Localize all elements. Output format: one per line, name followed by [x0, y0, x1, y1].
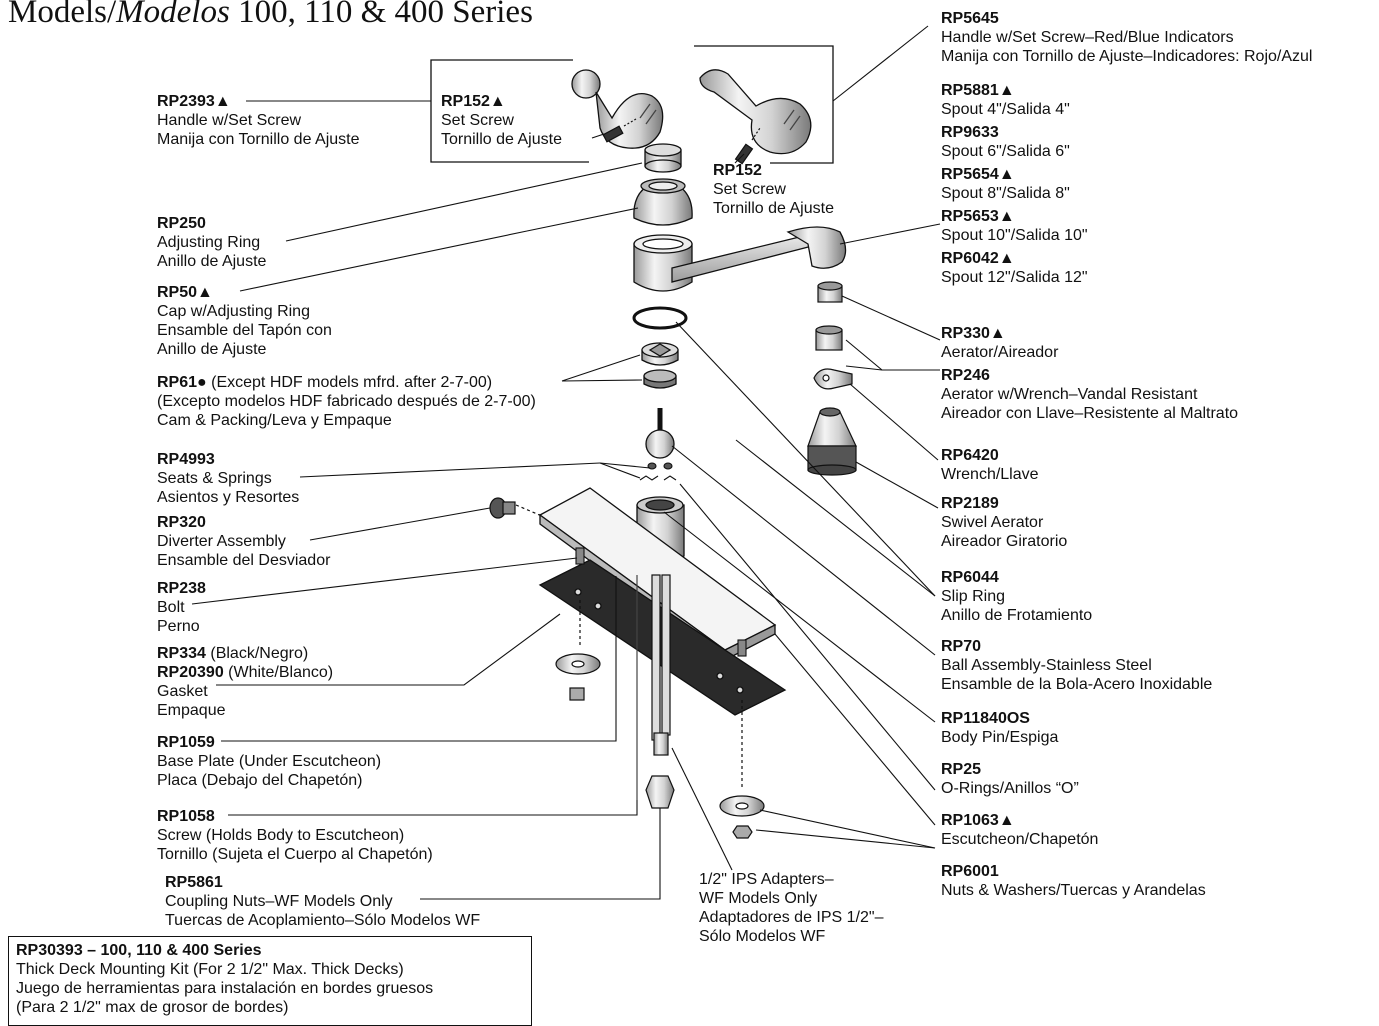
label-rp50: RP50▲ Cap w/Adjusting Ring Ensamble del … [157, 284, 332, 358]
leader-lines [191, 25, 941, 900]
label-rp6044: RP6044 Slip Ring Anillo de Frotamiento [941, 569, 1093, 624]
set-screw-left [602, 118, 637, 143]
cam-packing [641, 342, 679, 389]
part-number: RP5861 [165, 874, 223, 891]
label-rp70: RP70 Ball Assembly-Stainless Steel Ensam… [941, 638, 1213, 693]
part-number: RP152▲ [441, 93, 506, 110]
part-number: RP5654▲ [941, 166, 1015, 183]
part-number: RP30393 – 100, 110 & 400 Series [16, 942, 262, 959]
label-rp5881: RP5881▲ Spout 4"/Salida 4" [941, 82, 1070, 118]
part-number: RP1058 [157, 808, 215, 825]
ips-adapter [653, 732, 669, 756]
label-rp4993: RP4993 Seats & Springs Asientos y Resort… [157, 451, 300, 506]
label-rp61: RP61● (Except HDF models mfrd. after 2-7… [157, 374, 536, 429]
label-rp1059: RP1059 Base Plate (Under Escutcheon) Pla… [157, 734, 382, 789]
part-number: RP152 [713, 162, 762, 179]
part-number: RP9633 [941, 124, 999, 141]
label-rp152-box: RP152▲ Set Screw Tornillo de Ajuste [441, 92, 562, 149]
part-number: RP6420 [941, 447, 999, 464]
part-number: RP61● [157, 374, 207, 391]
label-rp5654: RP5654▲ Spout 8"/Salida 8" [941, 166, 1070, 202]
part-number: RP6042▲ [941, 250, 1015, 267]
label-rp5653: RP5653▲ Spout 10"/Salida 10" [941, 208, 1088, 244]
handle-box-right [694, 45, 834, 164]
part-number: RP2393▲ [157, 93, 231, 110]
coupling-nut [645, 775, 675, 809]
gasket-washer-left [555, 600, 601, 701]
swivel-aerator [807, 407, 857, 476]
label-rp334: RP334 (Black/Negro) RP20390 (White/Blanc… [157, 645, 334, 719]
washer-right [719, 700, 765, 839]
part-number: RP11840OS [941, 710, 1030, 727]
label-rp9633: RP9633 Spout 6"/Salida 6" [941, 124, 1070, 160]
part-number: RP4993 [157, 451, 215, 468]
part-number: RP25 [941, 761, 982, 778]
handle-box-left [430, 59, 589, 163]
part-number: RP2189 [941, 495, 999, 512]
part-number: RP1063▲ [941, 812, 1015, 829]
faucet-body-spout [633, 226, 847, 292]
label-rp6420: RP6420 Wrench/Llave [941, 447, 1039, 483]
label-rp2189: RP2189 Swivel Aerator Aireador Giratorio [941, 495, 1068, 550]
seats-springs [639, 462, 677, 481]
adjusting-ring [644, 143, 682, 173]
label-rp238: RP238 Bolt Perno [157, 580, 206, 635]
label-rp5645: RP5645 Handle w/Set Screw–Red/Blue Indic… [941, 10, 1313, 65]
part-number: RP1059 [157, 734, 215, 751]
label-rp25: RP25 O-Rings/Anillos “O” [941, 761, 1079, 797]
part-number: RP70 [941, 638, 982, 655]
label-rp11840os: RP11840OS Body Pin/Espiga [941, 710, 1059, 746]
aerator [817, 281, 843, 303]
part-number: RP5645 [941, 10, 999, 27]
label-rp1058: RP1058 Screw (Holds Body to Escutcheon) … [157, 808, 433, 863]
part-number: RP320 [157, 514, 206, 531]
part-number: RP50▲ [157, 284, 213, 301]
label-ips-adapters: 1/2" IPS Adapters– WF Models Only Adapta… [699, 871, 884, 945]
label-rp6042: RP6042▲ Spout 12"/Salida 12" [941, 250, 1088, 286]
label-rp250: RP250 Adjusting Ring Anillo de Ajuste [157, 215, 267, 270]
part-number: RP250 [157, 215, 206, 232]
o-ring [632, 306, 688, 330]
vandal-aerator [815, 325, 843, 351]
page-title: Models/Modelos 100, 110 & 400 Series [8, 0, 533, 30]
part-number: RP334 [157, 645, 206, 662]
mounting-kit-box: RP30393 – 100, 110 & 400 Series Thick De… [8, 936, 532, 1026]
label-rp320: RP320 Diverter Assembly Ensamble del Des… [157, 514, 331, 569]
ball-assembly [645, 408, 675, 459]
part-number: RP6044 [941, 569, 999, 586]
part-number: RP20390 [157, 664, 224, 681]
part-number: RP6001 [941, 863, 999, 880]
part-number: RP330▲ [941, 325, 1006, 342]
wrench [813, 368, 853, 390]
part-number: RP5653▲ [941, 208, 1015, 225]
label-rp6001: RP6001 Nuts & Washers/Tuercas y Arandela… [941, 863, 1206, 899]
part-number: RP238 [157, 580, 206, 597]
bolts [575, 547, 747, 657]
label-rp5861: RP5861 Coupling Nuts–WF Models Only Tuer… [165, 874, 481, 929]
part-number: RP246 [941, 367, 990, 384]
label-rp330: RP330▲ Aerator/Aireador [941, 325, 1059, 361]
label-rp246: RP246 Aerator w/Wrench–Vandal Resistant … [941, 367, 1239, 422]
part-number: RP5881▲ [941, 82, 1015, 99]
label-rp2393: RP2393▲ Handle w/Set Screw Manija con To… [157, 93, 360, 148]
lever-handle-right [699, 69, 812, 155]
cap [633, 178, 693, 226]
label-rp1063: RP1063▲ Escutcheon/Chapetón [941, 812, 1099, 848]
label-rp152: RP152 Set Screw Tornillo de Ajuste [713, 162, 834, 217]
